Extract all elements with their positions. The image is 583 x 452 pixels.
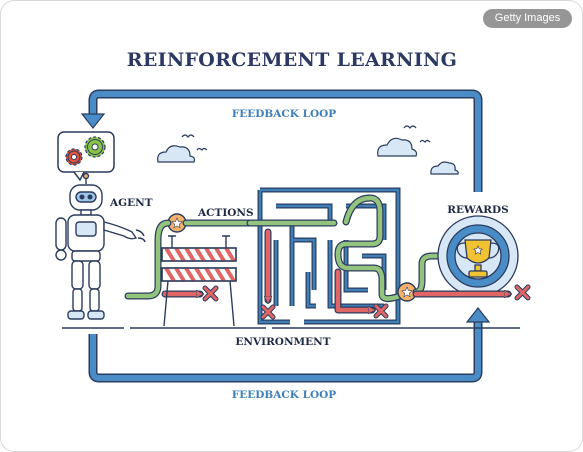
fail-x-icon-fill — [203, 286, 218, 301]
diagram-title: REINFORCEMENT LEARNING — [127, 49, 457, 71]
bird-icon — [181, 125, 431, 151]
actions-label: ACTIONS — [197, 207, 254, 219]
barrier-icon — [161, 235, 237, 327]
agent-label: AGENT — [109, 197, 153, 209]
gear-icon — [84, 136, 106, 158]
action-path-green — [124, 219, 254, 300]
thought-bubble — [57, 131, 115, 182]
maze-path-green — [246, 194, 404, 303]
fail-x-icon — [514, 284, 531, 301]
gear-icon — [65, 148, 83, 166]
robot-icon — [55, 172, 146, 320]
cloud-icon — [377, 137, 418, 157]
feedback-loop-top-label: FEEDBACK LOOP — [232, 108, 336, 120]
arrow-head-down — [80, 113, 106, 129]
trophy-icon — [456, 239, 500, 278]
maze-path-red — [268, 228, 372, 310]
watermark: Getty Images — [483, 9, 572, 28]
rewards-label: REWARDS — [447, 204, 508, 216]
arrow-head-up — [465, 307, 491, 323]
fail-x-icon — [260, 303, 389, 320]
environment-label: ENVIRONMENT — [235, 336, 330, 348]
cloud-icon — [157, 145, 196, 163]
feedback-loop-top: FEEDBACK LOOP — [80, 89, 483, 192]
feedback-loop-bottom-label: FEEDBACK LOOP — [232, 389, 336, 401]
feedback-loop-bottom: FEEDBACK LOOP — [88, 307, 491, 401]
cloud-icon — [430, 161, 459, 175]
